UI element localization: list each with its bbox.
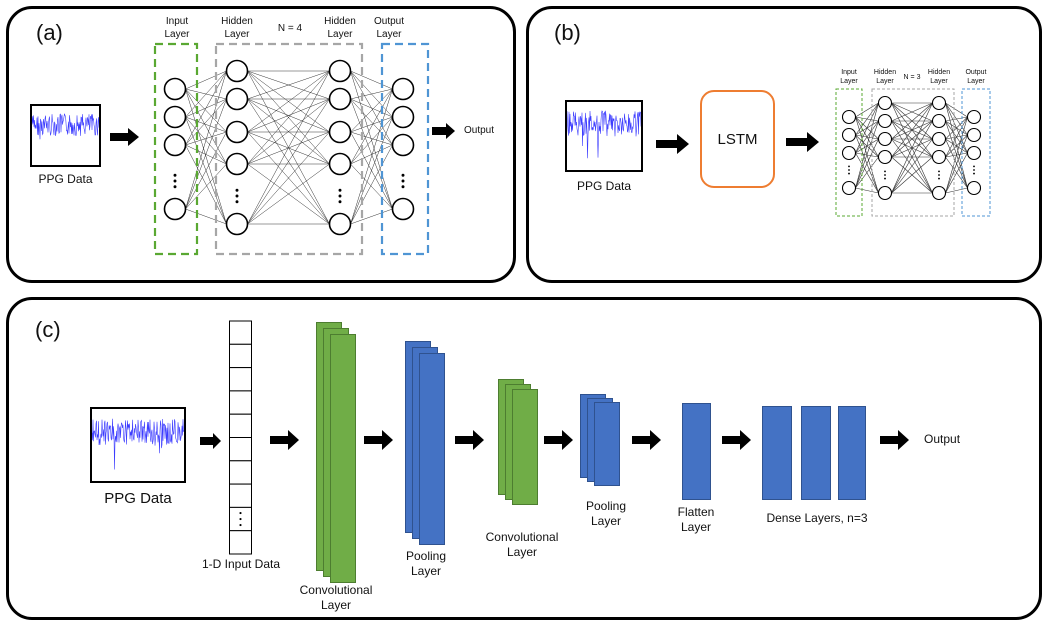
arrow-b-1 <box>656 134 689 154</box>
flatten-layer <box>682 403 711 500</box>
arrow-c-3 <box>364 430 393 450</box>
output-label-c: Output <box>924 432 961 446</box>
dense-layer <box>762 406 792 500</box>
dense-layers-label: Dense Layers, n=3 <box>766 511 868 525</box>
mlp-network-b <box>835 88 991 217</box>
arrow-a-2 <box>432 123 455 139</box>
conv-layer-1-label: Convolutional Layer <box>299 583 373 612</box>
output-layer-label-a: Output Layer <box>373 16 405 40</box>
panel-a-tag: (a) <box>36 20 63 45</box>
input-data-column <box>229 320 252 555</box>
arrow-c-1 <box>200 433 221 449</box>
flatten-layer-label: Flatten Layer <box>677 505 715 534</box>
panel-b-tag: (b) <box>554 20 581 45</box>
arrow-c-4 <box>455 430 484 450</box>
hidden-layer-2-label-a: Hidden Layer <box>324 16 356 40</box>
n-count-label-b: N = 3 <box>903 74 921 81</box>
ppg-signal-b <box>566 110 642 159</box>
arrow-c-5 <box>544 430 573 450</box>
ppg-signal-image-b <box>565 100 643 172</box>
conv-layer-1-sheet <box>330 334 356 583</box>
conv-layer-2-label: Convolutional Layer <box>485 530 559 559</box>
ppg-signal-a <box>31 113 100 140</box>
ppg-signal-image-c <box>90 407 186 483</box>
pooling-layer-1-sheet <box>419 353 445 545</box>
arrow-c-2 <box>270 430 299 450</box>
lstm-label: LSTM <box>717 130 758 148</box>
hidden-layer-1-label-b: Hidden Layer <box>873 69 897 85</box>
n-count-label-a: N = 4 <box>277 23 303 34</box>
output-layer-label-b: Output Layer <box>965 69 987 85</box>
panel-c-tag: (c) <box>35 317 61 342</box>
hidden-layer-1-label-a: Hidden Layer <box>221 16 253 40</box>
arrow-c-6 <box>632 430 661 450</box>
conv-layer-2-sheet <box>512 389 538 505</box>
input-layer-label-b: Input Layer <box>840 69 858 85</box>
dense-layer <box>801 406 831 500</box>
input-data-label: 1-D Input Data <box>201 557 281 571</box>
pooling-layer-2-label: Pooling Layer <box>585 499 627 528</box>
arrow-b-2 <box>786 132 819 152</box>
pooling-layer-2-sheet <box>594 402 620 486</box>
hidden-layer-2-label-b: Hidden Layer <box>927 69 951 85</box>
arrow-c-7 <box>722 430 751 450</box>
lstm-block: LSTM <box>700 90 775 188</box>
output-label-a: Output <box>464 125 495 136</box>
ppg-data-label-a: PPG Data <box>38 172 93 186</box>
arrow-c-8 <box>880 430 909 450</box>
input-layer-label-a: Input Layer <box>164 16 190 40</box>
dense-layer <box>838 406 866 500</box>
ppg-data-label-b: PPG Data <box>576 179 632 193</box>
ppg-data-label-c: PPG Data <box>104 490 172 507</box>
mlp-network-a <box>153 42 430 256</box>
ppg-signal-image-a <box>30 104 101 167</box>
ppg-signal-c <box>91 418 185 470</box>
pooling-layer-1-label: Pooling Layer <box>405 549 447 578</box>
arrow-a-1 <box>110 128 139 146</box>
